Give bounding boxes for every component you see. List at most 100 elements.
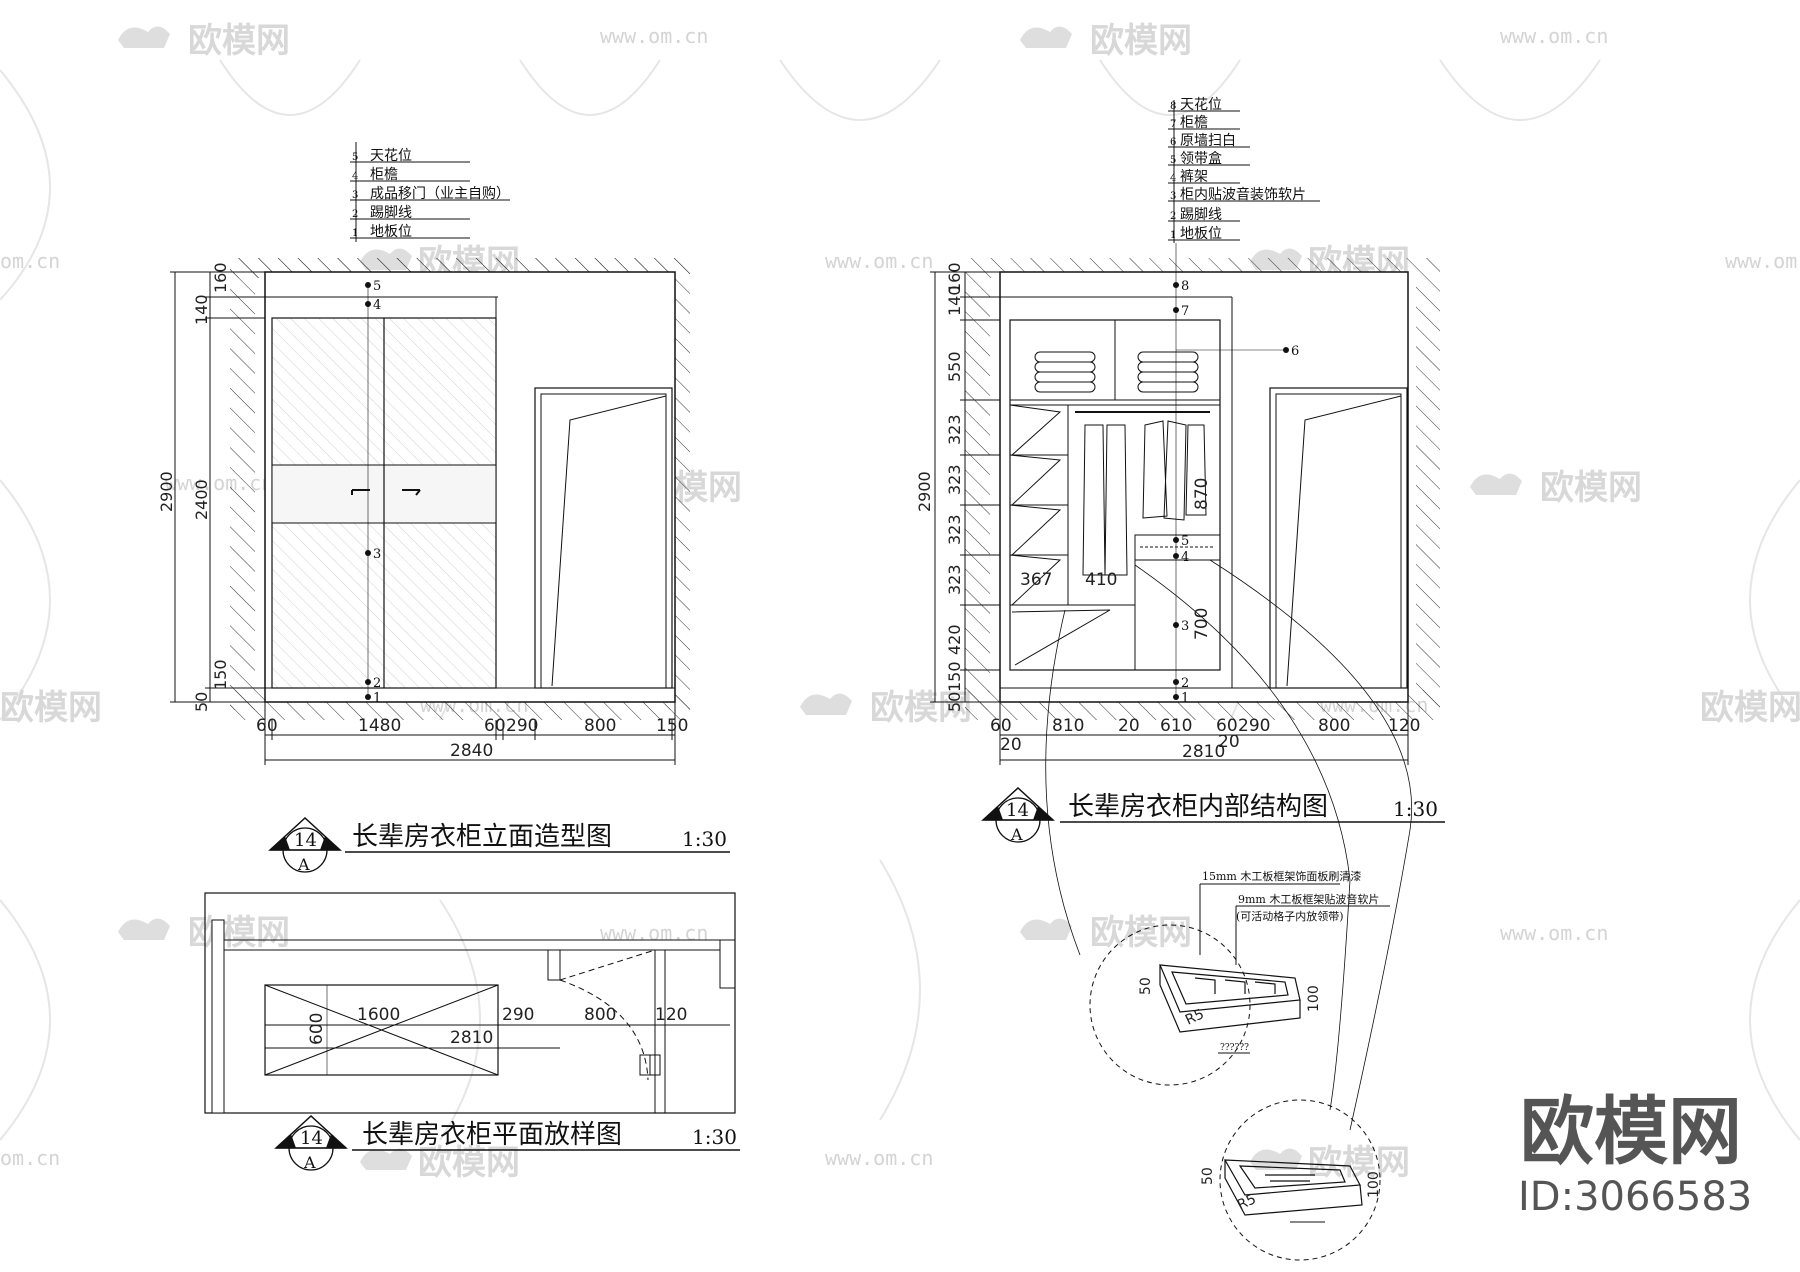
svg-text:3: 3 [352,190,358,201]
svg-text:810: 810 [1052,716,1084,736]
svg-text:150: 150 [656,716,688,736]
svg-text:欧模网: 欧模网 [188,913,290,953]
svg-text:870: 870 [1192,478,1212,510]
svg-text:欧模网: 欧模网 [0,688,102,728]
interior-dims-left: 160 140 550 323 323 323 323 420 150 50 2… [915,262,1000,712]
svg-text:150: 150 [945,661,964,692]
watermark-url: om.cn [0,249,60,273]
elevation-drawing: 5 天花位 4 柜檐 3 成品移门（业主自购） 2 踢脚线 1 地板位 [157,142,730,874]
plan-drawing: 1600 290 800 120 600 2810 14 A 长辈房衣柜平面放样… [204,892,740,1172]
svg-text:欧模网: 欧模网 [1308,1143,1410,1183]
svg-text:R5: R5 [1183,1006,1207,1028]
svg-text:1:30: 1:30 [1393,797,1438,821]
svg-text:地板位: 地板位 [1180,226,1222,242]
svg-text:踢脚线: 踢脚线 [1180,207,1222,223]
svg-text:323: 323 [945,414,964,445]
watermark-url: www.om.cn [600,921,708,945]
svg-text:长辈房衣柜内部结构图: 长辈房衣柜内部结构图 [1068,792,1328,822]
svg-text:A: A [1010,825,1023,844]
svg-text:2: 2 [373,676,381,691]
svg-text:700: 700 [1192,608,1212,640]
svg-text:5: 5 [373,279,381,294]
svg-text:(可活动格子内放领带): (可活动格子内放领带) [1236,909,1344,923]
svg-text:290: 290 [502,1005,534,1025]
svg-text:1:30: 1:30 [682,827,727,851]
svg-text:柜内贴波音装饰软片: 柜内贴波音装饰软片 [1180,186,1306,203]
svg-text:800: 800 [584,1005,616,1025]
plan-dims: 1600 290 800 120 600 2810 [265,1005,730,1049]
svg-text:欧模网: 欧模网 [1090,913,1192,953]
svg-text:60: 60 [256,716,278,736]
svg-text:地板位: 地板位 [370,224,412,240]
svg-text:14: 14 [300,1128,323,1149]
svg-text:2: 2 [1170,211,1176,222]
watermark-url: www.om.cn [1500,921,1608,945]
svg-text:100: 100 [1306,985,1322,1012]
svg-text:8: 8 [1181,279,1189,294]
svg-text:2900: 2900 [157,471,176,512]
svg-text:120: 120 [1388,716,1420,736]
svg-text:14: 14 [1006,800,1029,821]
elevation-title: 14 A 长辈房衣柜立面造型图 1:30 [268,816,730,874]
svg-text:2: 2 [352,209,358,220]
svg-text:7: 7 [1181,304,1189,319]
svg-text:领带盒: 领带盒 [1180,150,1222,167]
svg-text:420: 420 [945,624,964,655]
svg-text:600: 600 [307,1013,327,1045]
svg-text:2810: 2810 [450,1028,493,1048]
svg-text:14: 14 [294,830,317,851]
elevation-markers: 5 4 3 2 1 [365,279,381,706]
svg-text:4: 4 [373,298,381,313]
svg-text:原墙扫白: 原墙扫白 [1180,133,1236,149]
watermark-url: www.om.cn [1725,249,1800,273]
svg-text:120: 120 [655,1005,687,1025]
watermark-url: www.om.cn [600,24,708,48]
watermark-url: www.om.cn [1500,24,1608,48]
svg-text:柜檐: 柜檐 [1180,115,1208,131]
svg-text:裤架: 裤架 [1180,169,1208,185]
svg-text:60: 60 [484,716,506,736]
svg-text:1: 1 [373,691,381,706]
svg-text:3: 3 [373,547,381,562]
svg-text:5: 5 [352,152,358,163]
tie-box-details: 15mm 木工板框架饰面板刷清漆 9mm 木工板框架贴波音软片 (可活动格子内放… [1045,559,1412,1261]
svg-text:150: 150 [211,659,230,690]
watermark-logo: 欧模网 [118,913,290,953]
svg-text:R5: R5 [1235,1191,1259,1213]
svg-text:367: 367 [1020,570,1052,590]
svg-text:323: 323 [945,464,964,495]
svg-text:长辈房衣柜立面造型图: 长辈房衣柜立面造型图 [352,822,612,852]
interior-inner-dims: 367 410 870 700 [1020,478,1212,640]
svg-text:60: 60 [990,716,1012,736]
svg-text:4: 4 [1181,550,1189,565]
brand-name: 欧模网 [1520,1089,1742,1175]
svg-text:2400: 2400 [192,479,211,520]
svg-text:踢脚线: 踢脚线 [370,205,412,221]
svg-text:323: 323 [945,564,964,595]
brand-id: ID:3066583 [1518,1174,1752,1220]
svg-text:??????: ?????? [1220,1043,1249,1053]
svg-text:A: A [297,855,310,874]
elevation-dims-left: 160 140 2900 2400 150 50 [157,262,265,712]
svg-text:610: 610 [1160,716,1192,736]
svg-text:2840: 2840 [450,741,493,761]
svg-text:天花位: 天花位 [370,148,412,164]
svg-text:欧模网: 欧模网 [1700,688,1800,728]
watermark-url: om.cn [0,1146,60,1170]
svg-text:2810: 2810 [1182,742,1225,762]
interior-dims-bottom: 60 810 20 610 60 290 800 120 20 20 2810 [990,700,1420,765]
watermark-arcs [0,59,1800,1141]
svg-text:1600: 1600 [357,1005,400,1025]
svg-text:1:30: 1:30 [692,1125,737,1149]
svg-text:1: 1 [1181,691,1189,706]
watermark-logo: 欧模网 [1700,688,1800,728]
svg-text:50: 50 [1138,977,1154,995]
svg-text:6: 6 [1291,344,1299,359]
svg-text:2900: 2900 [915,471,934,512]
svg-text:长辈房衣柜平面放样图: 长辈房衣柜平面放样图 [362,1120,622,1150]
svg-text:3: 3 [1181,619,1189,634]
svg-text:20: 20 [1118,716,1140,736]
